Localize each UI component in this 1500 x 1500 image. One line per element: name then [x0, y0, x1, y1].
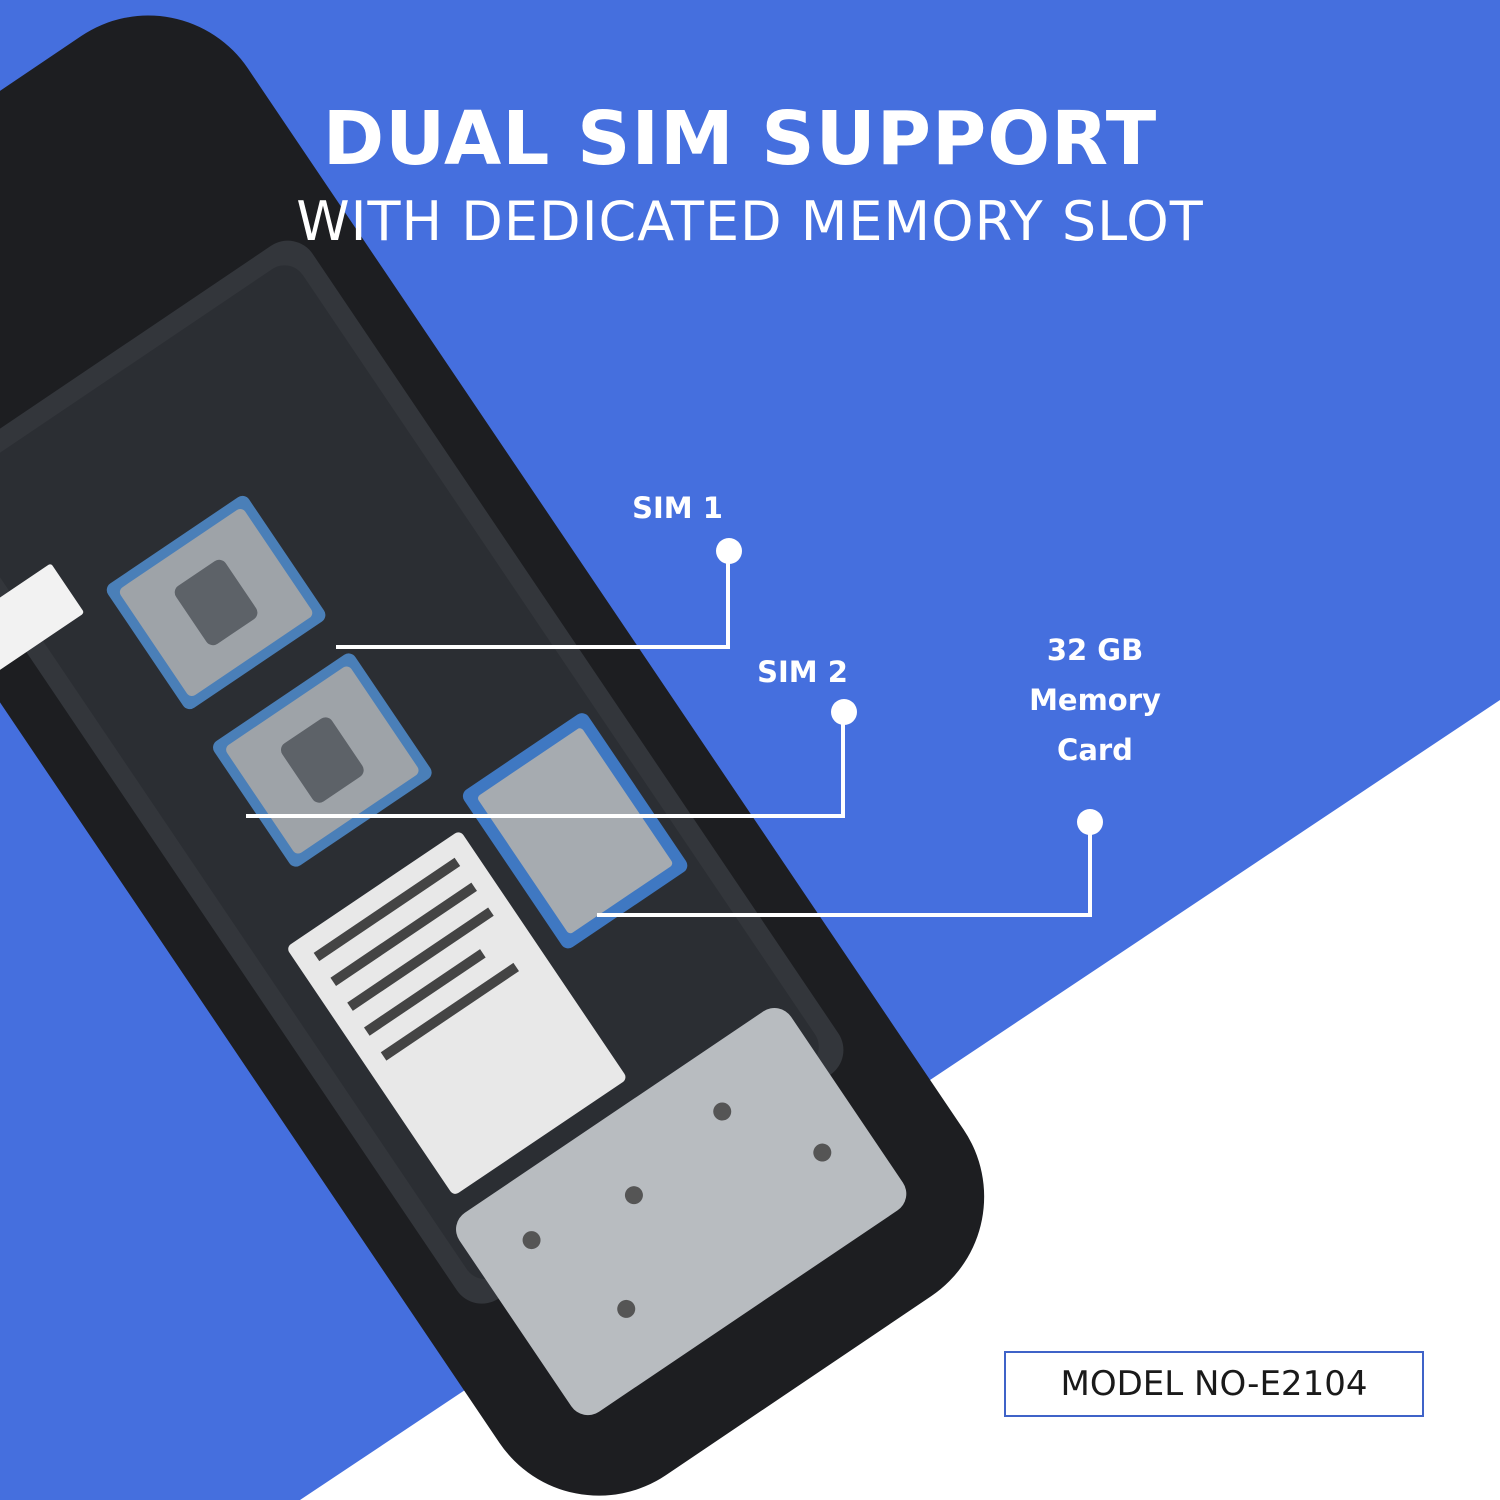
callout-dots — [716, 538, 1103, 835]
memory-label-line-3: Card — [1057, 733, 1133, 767]
model-number-text: MODEL NO-E2104 — [1060, 1364, 1368, 1404]
callout-lines — [246, 552, 1092, 917]
phone-back — [0, 15, 985, 1496]
sim2-label: SIM 2 — [757, 655, 848, 689]
memory-tray — [478, 728, 673, 934]
sim1-callout-dot — [716, 538, 742, 564]
sim1-window — [280, 717, 364, 803]
sticker-barcodes — [313, 857, 520, 1061]
sim2-callout-line — [246, 713, 845, 818]
sim2-window — [174, 559, 258, 646]
headline-title: DUAL SIM SUPPORT — [322, 96, 1158, 182]
memory-callout-line — [597, 823, 1092, 917]
memory-card-label: 32 GB Memory Card — [990, 625, 1200, 775]
headline-subtitle: WITH DEDICATED MEMORY SLOT — [296, 190, 1204, 253]
memory-label-line-1: 32 GB — [1046, 633, 1144, 667]
sim1-callout-line — [336, 552, 730, 649]
sim2-callout-dot — [831, 699, 857, 725]
plate-screws — [522, 1102, 832, 1318]
brand-sticker — [0, 564, 84, 674]
sim1-label: SIM 1 — [632, 491, 723, 525]
memory-callout-dot — [1077, 809, 1103, 835]
model-number-box: MODEL NO-E2104 — [1004, 1351, 1424, 1417]
memory-label-line-2: Memory — [1029, 683, 1161, 717]
metal-plate — [456, 1007, 907, 1416]
